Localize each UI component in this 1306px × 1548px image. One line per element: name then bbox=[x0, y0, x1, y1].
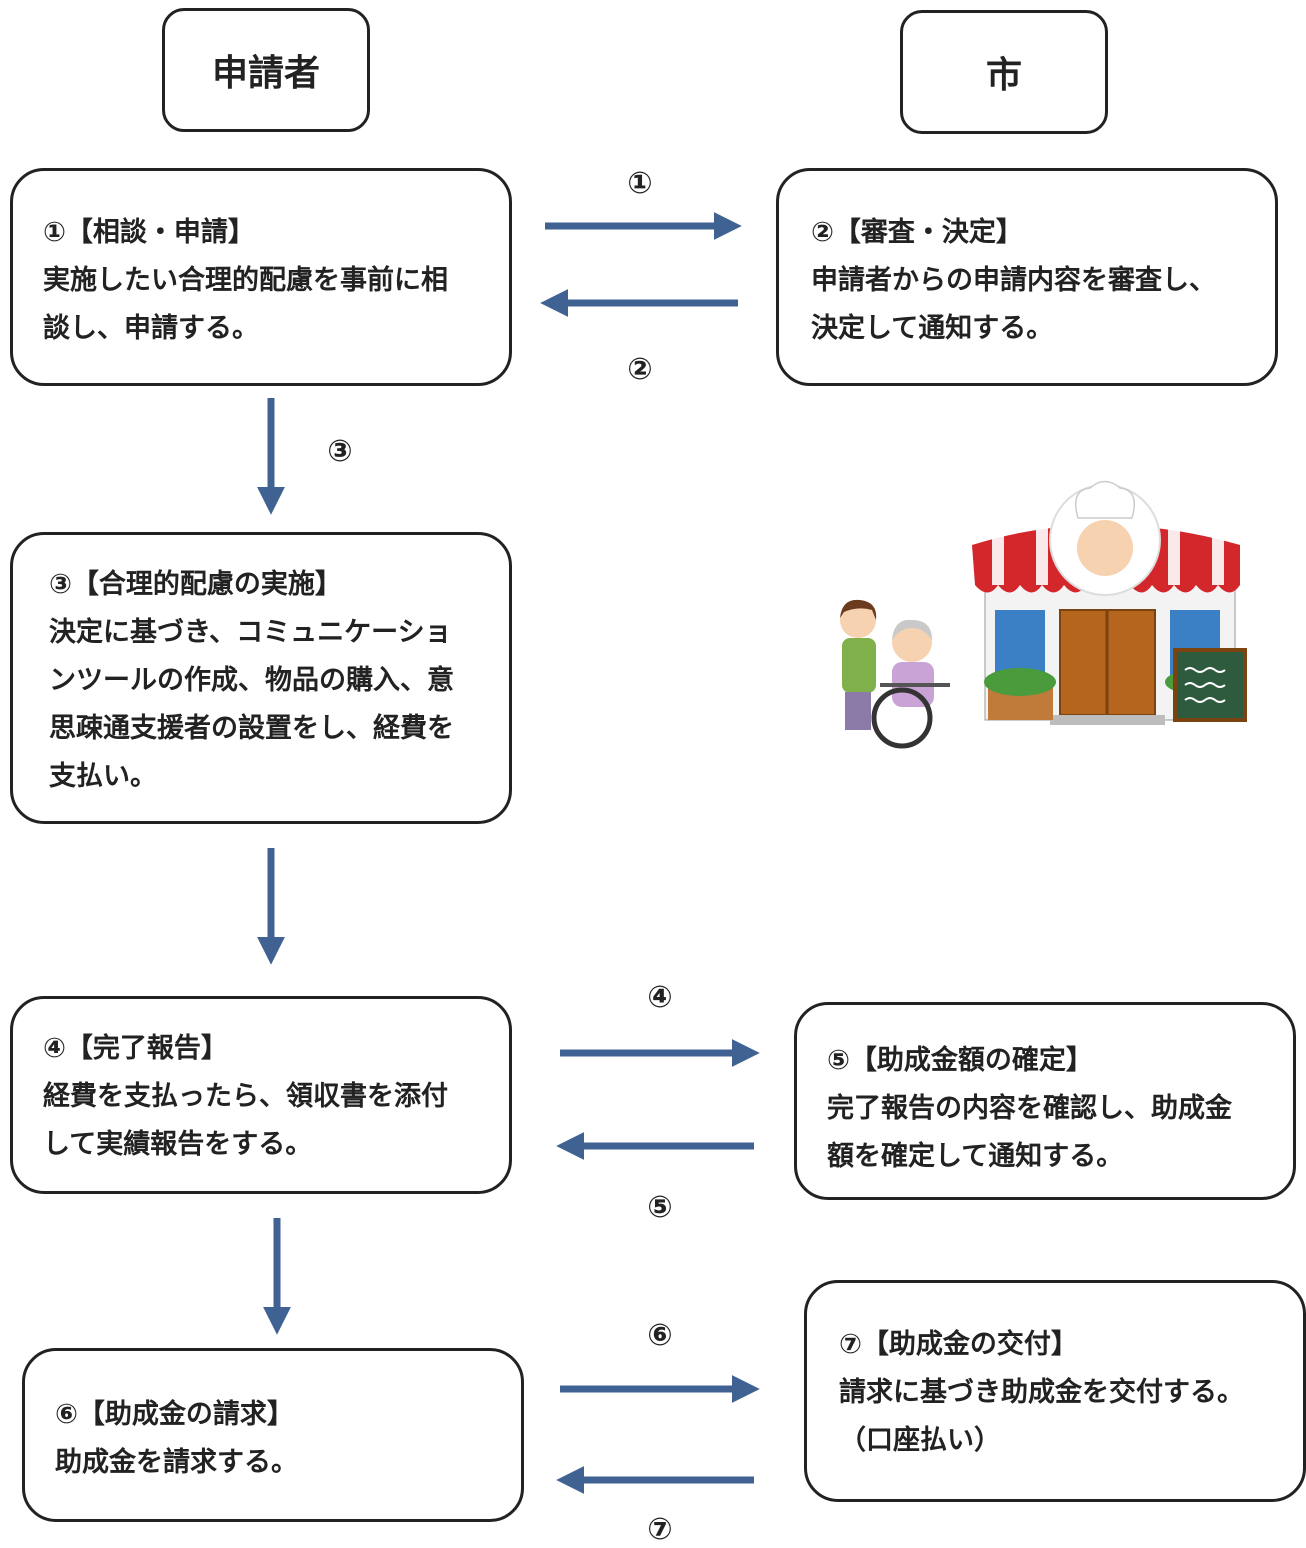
menu-lines bbox=[1184, 667, 1226, 703]
caregiver-legs bbox=[845, 692, 871, 730]
shrub-left bbox=[984, 668, 1056, 696]
step-1-box: ①【相談・申請】 実施したい合理的配慮を事前に相 談し、申請する。 bbox=[10, 168, 512, 386]
header-applicant: 申請者 bbox=[162, 8, 370, 132]
step-3-box: ③【合理的配慮の実施】 決定に基づき、コミュニケーショ ンツールの作成、物品の購… bbox=[10, 532, 512, 824]
arrow-label-6: ⑥ bbox=[647, 1318, 673, 1353]
wheelchair-wheel bbox=[871, 687, 933, 749]
step-5-title: ⑤【助成金額の確定】 bbox=[827, 1045, 1093, 1076]
step-7-body: 請求に基づき助成金を交付する。 （口座払い） bbox=[839, 1377, 1244, 1456]
elder-head bbox=[892, 622, 932, 662]
arrow-label-5: ⑤ bbox=[647, 1190, 673, 1225]
chef-face bbox=[1077, 520, 1133, 576]
arrow-label-2: ② bbox=[627, 352, 653, 387]
step-2-box: ②【審査・決定】 申請者からの申請内容を審査し、 決定して通知する。 bbox=[776, 168, 1278, 386]
header-city: 市 bbox=[900, 10, 1108, 134]
caregiver-head bbox=[840, 602, 876, 638]
step-6-box: ⑥【助成金の請求】 助成金を請求する。 bbox=[22, 1348, 524, 1522]
entrance-step bbox=[1050, 715, 1165, 725]
arrow-label-3: ③ bbox=[327, 434, 353, 469]
step-6-body: 助成金を請求する。 bbox=[55, 1447, 298, 1478]
chef-hat bbox=[1075, 480, 1135, 519]
arrow-label-1: ① bbox=[627, 166, 653, 201]
step-4-body: 経費を支払ったら、領収書を添付 して実績報告をする。 bbox=[43, 1081, 448, 1160]
step-2-body: 申請者からの申請内容を審査し、 決定して通知する。 bbox=[811, 265, 1216, 344]
restaurant-caregiver-wheelchair-illustration bbox=[840, 480, 1247, 749]
arrow-label-7: ⑦ bbox=[647, 1512, 673, 1547]
step-7-title: ⑦【助成金の交付】 bbox=[839, 1329, 1078, 1360]
step-5-box: ⑤【助成金額の確定】 完了報告の内容を確認し、助成金 額を確定して通知する。 bbox=[794, 1002, 1296, 1200]
elder-hair bbox=[892, 619, 932, 640]
step-3-body: 決定に基づき、コミュニケーショ ンツールの作成、物品の購入、意 思疎通支援者の設… bbox=[49, 617, 454, 792]
step-4-box: ④【完了報告】 経費を支払ったら、領収書を添付 して実績報告をする。 bbox=[10, 996, 512, 1194]
step-3-title: ③【合理的配慮の実施】 bbox=[49, 569, 342, 600]
caregiver-hair bbox=[840, 599, 877, 620]
step-5-body: 完了報告の内容を確認し、助成金 額を確定して通知する。 bbox=[827, 1093, 1232, 1172]
header-city-label: 市 bbox=[985, 55, 1022, 96]
step-1-body: 実施したい合理的配慮を事前に相 談し、申請する。 bbox=[43, 265, 448, 344]
step-4-title: ④【完了報告】 bbox=[43, 1033, 228, 1064]
step-7-box: ⑦【助成金の交付】 請求に基づき助成金を交付する。 （口座払い） bbox=[804, 1280, 1306, 1502]
step-1-title: ①【相談・申請】 bbox=[43, 217, 255, 248]
step-6-title: ⑥【助成金の請求】 bbox=[55, 1399, 294, 1430]
caregiver-body bbox=[842, 638, 876, 693]
header-applicant-label: 申請者 bbox=[211, 53, 320, 94]
arrow-label-4: ④ bbox=[647, 980, 673, 1015]
step-2-title: ②【審査・決定】 bbox=[811, 217, 1023, 248]
